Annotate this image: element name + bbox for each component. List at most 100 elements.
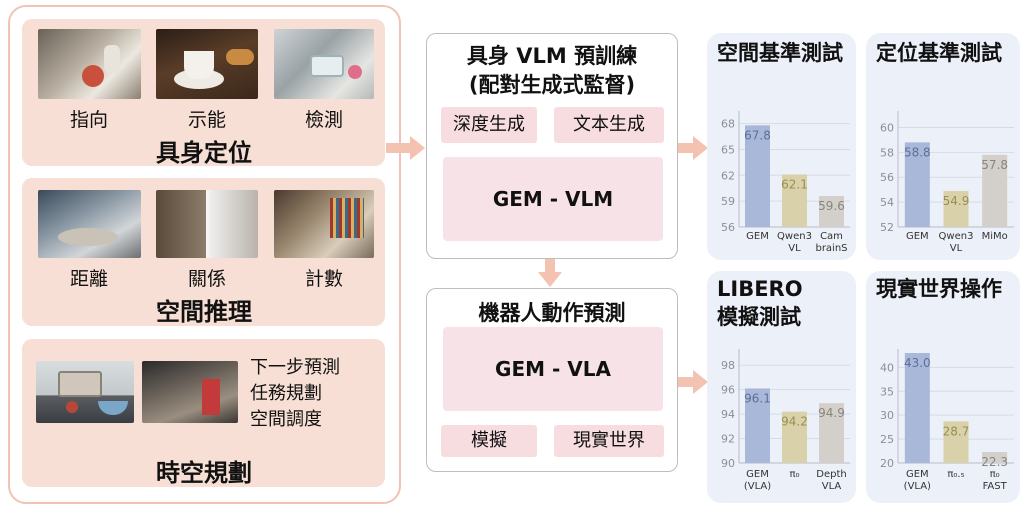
bar-value-label: 59.6 bbox=[818, 199, 845, 213]
action-title: 機器人動作預測 bbox=[478, 301, 626, 325]
oven-photo bbox=[36, 361, 134, 423]
affordance-label: 示能 bbox=[187, 109, 227, 131]
reasoning-section: 距離 關係 計數 空間推理 bbox=[22, 178, 385, 326]
spatial-benchmark-chart: 565962656867.8GEM62.1Qwen3VL59.6Cambrain… bbox=[721, 111, 850, 254]
apple-shape bbox=[82, 65, 104, 87]
real-world-title: 現實世界操作 bbox=[876, 277, 1002, 301]
y-tick-label: 59 bbox=[721, 195, 735, 208]
real-world-chip: 現實世界 bbox=[554, 425, 664, 457]
pretrain-title: 具身 VLM 預訓練 bbox=[466, 44, 638, 68]
bookshelf-shape bbox=[330, 198, 364, 238]
grounding-benchmark-title: 定位基準測試 bbox=[876, 41, 1002, 65]
y-tick-label: 96 bbox=[721, 384, 735, 397]
y-tick-label: 52 bbox=[880, 221, 894, 234]
y-tick-label: 40 bbox=[880, 361, 894, 374]
y-tick-label: 20 bbox=[880, 457, 894, 470]
category-label: (VLA) bbox=[904, 481, 931, 492]
category-label: MiMo bbox=[982, 231, 1008, 242]
y-tick-label: 90 bbox=[721, 457, 735, 470]
planning-list: 下一步預測 任務規劃 空間調度 bbox=[250, 355, 340, 433]
y-tick-label: 25 bbox=[880, 433, 894, 446]
detection-label: 檢測 bbox=[304, 109, 344, 131]
category-label: GEM bbox=[906, 231, 929, 242]
distance-photo bbox=[38, 190, 141, 258]
y-tick-label: 56 bbox=[721, 221, 735, 234]
counting-label: 計數 bbox=[304, 268, 344, 290]
y-tick-label: 30 bbox=[880, 409, 894, 422]
category-label: GEM bbox=[906, 469, 929, 480]
oven-shape bbox=[58, 371, 102, 397]
distance-label: 距離 bbox=[69, 268, 109, 290]
robot-arm-photo bbox=[142, 361, 238, 423]
bowl-shape bbox=[98, 401, 128, 415]
bar bbox=[819, 403, 844, 463]
category-label: π₀ bbox=[789, 469, 799, 480]
y-tick-label: 60 bbox=[880, 121, 894, 134]
y-tick-label: 94 bbox=[721, 408, 735, 421]
bar-value-label: 22.3 bbox=[981, 455, 1008, 469]
y-tick-label: 98 bbox=[721, 359, 735, 372]
bar bbox=[982, 452, 1008, 463]
bar bbox=[904, 353, 930, 463]
category-label: Qwen3 bbox=[777, 231, 812, 242]
table-shape bbox=[58, 228, 118, 246]
bar-value-label: 43.0 bbox=[904, 356, 931, 370]
bar-value-label: 58.8 bbox=[904, 145, 931, 159]
reasoning-title: 空間推理 bbox=[156, 298, 252, 326]
y-tick-label: 54 bbox=[880, 196, 894, 209]
text-generation-chip: 文本生成 bbox=[554, 107, 664, 143]
bar-value-label: 67.8 bbox=[744, 128, 771, 142]
bar bbox=[782, 174, 807, 227]
counting-photo bbox=[274, 190, 374, 258]
pretrain-box: 具身 VLM 預訓練 (配對生成式監督) 深度生成 文本生成 GEM - VLM bbox=[426, 33, 678, 259]
split-line bbox=[206, 190, 209, 258]
planning-item-scheduling: 空間調度 bbox=[250, 409, 322, 430]
y-tick-label: 92 bbox=[721, 433, 735, 446]
relation-photo bbox=[156, 190, 258, 258]
category-label: (VLA) bbox=[744, 481, 771, 492]
affordance-photo bbox=[156, 29, 258, 99]
arrow-right-icon bbox=[669, 370, 708, 394]
arrow-right-icon bbox=[669, 136, 708, 160]
action-box: 機器人動作預測 GEM - VLA 模擬 現實世界 bbox=[426, 288, 678, 472]
bar-value-label: 54.9 bbox=[943, 194, 970, 208]
bar bbox=[745, 125, 770, 227]
bar-value-label: 96.1 bbox=[744, 391, 771, 405]
category-label: FAST bbox=[983, 481, 1008, 492]
y-tick-label: 35 bbox=[880, 385, 894, 398]
category-label: Cam bbox=[820, 231, 843, 242]
gem-vlm-model: GEM - VLM bbox=[443, 157, 663, 241]
bar-value-label: 62.1 bbox=[781, 177, 808, 191]
category-label: brainS bbox=[815, 243, 847, 254]
bar bbox=[782, 411, 807, 463]
detection-photo bbox=[274, 29, 374, 99]
category-label: π₀.₅ bbox=[947, 469, 964, 480]
relation-label: 關係 bbox=[187, 268, 227, 290]
libero-benchmark-title: LIBERO 模擬測試 bbox=[717, 277, 803, 329]
planning-item-next-step: 下一步預測 bbox=[250, 357, 340, 378]
grounding-title: 具身定位 bbox=[156, 139, 252, 167]
bar bbox=[982, 154, 1008, 227]
bar bbox=[943, 421, 969, 463]
grounding-section: 指向 示能 檢測 具身定位 bbox=[22, 19, 385, 167]
cup-shape bbox=[104, 45, 120, 73]
coffee-cup-shape bbox=[184, 51, 214, 79]
category-label: Depth bbox=[816, 469, 846, 480]
bar bbox=[819, 195, 844, 227]
y-tick-label: 65 bbox=[721, 143, 735, 156]
bar-value-label: 28.7 bbox=[943, 424, 970, 438]
category-label: GEM bbox=[746, 231, 769, 242]
category-label: Qwen3 bbox=[939, 231, 974, 242]
category-label: π₀ bbox=[990, 469, 1000, 480]
depth-generation-chip: 深度生成 bbox=[441, 107, 537, 143]
pretrain-subtitle: (配對生成式監督) bbox=[468, 73, 636, 97]
simulation-chip: 模擬 bbox=[441, 425, 537, 457]
category-label: GEM bbox=[746, 469, 769, 480]
